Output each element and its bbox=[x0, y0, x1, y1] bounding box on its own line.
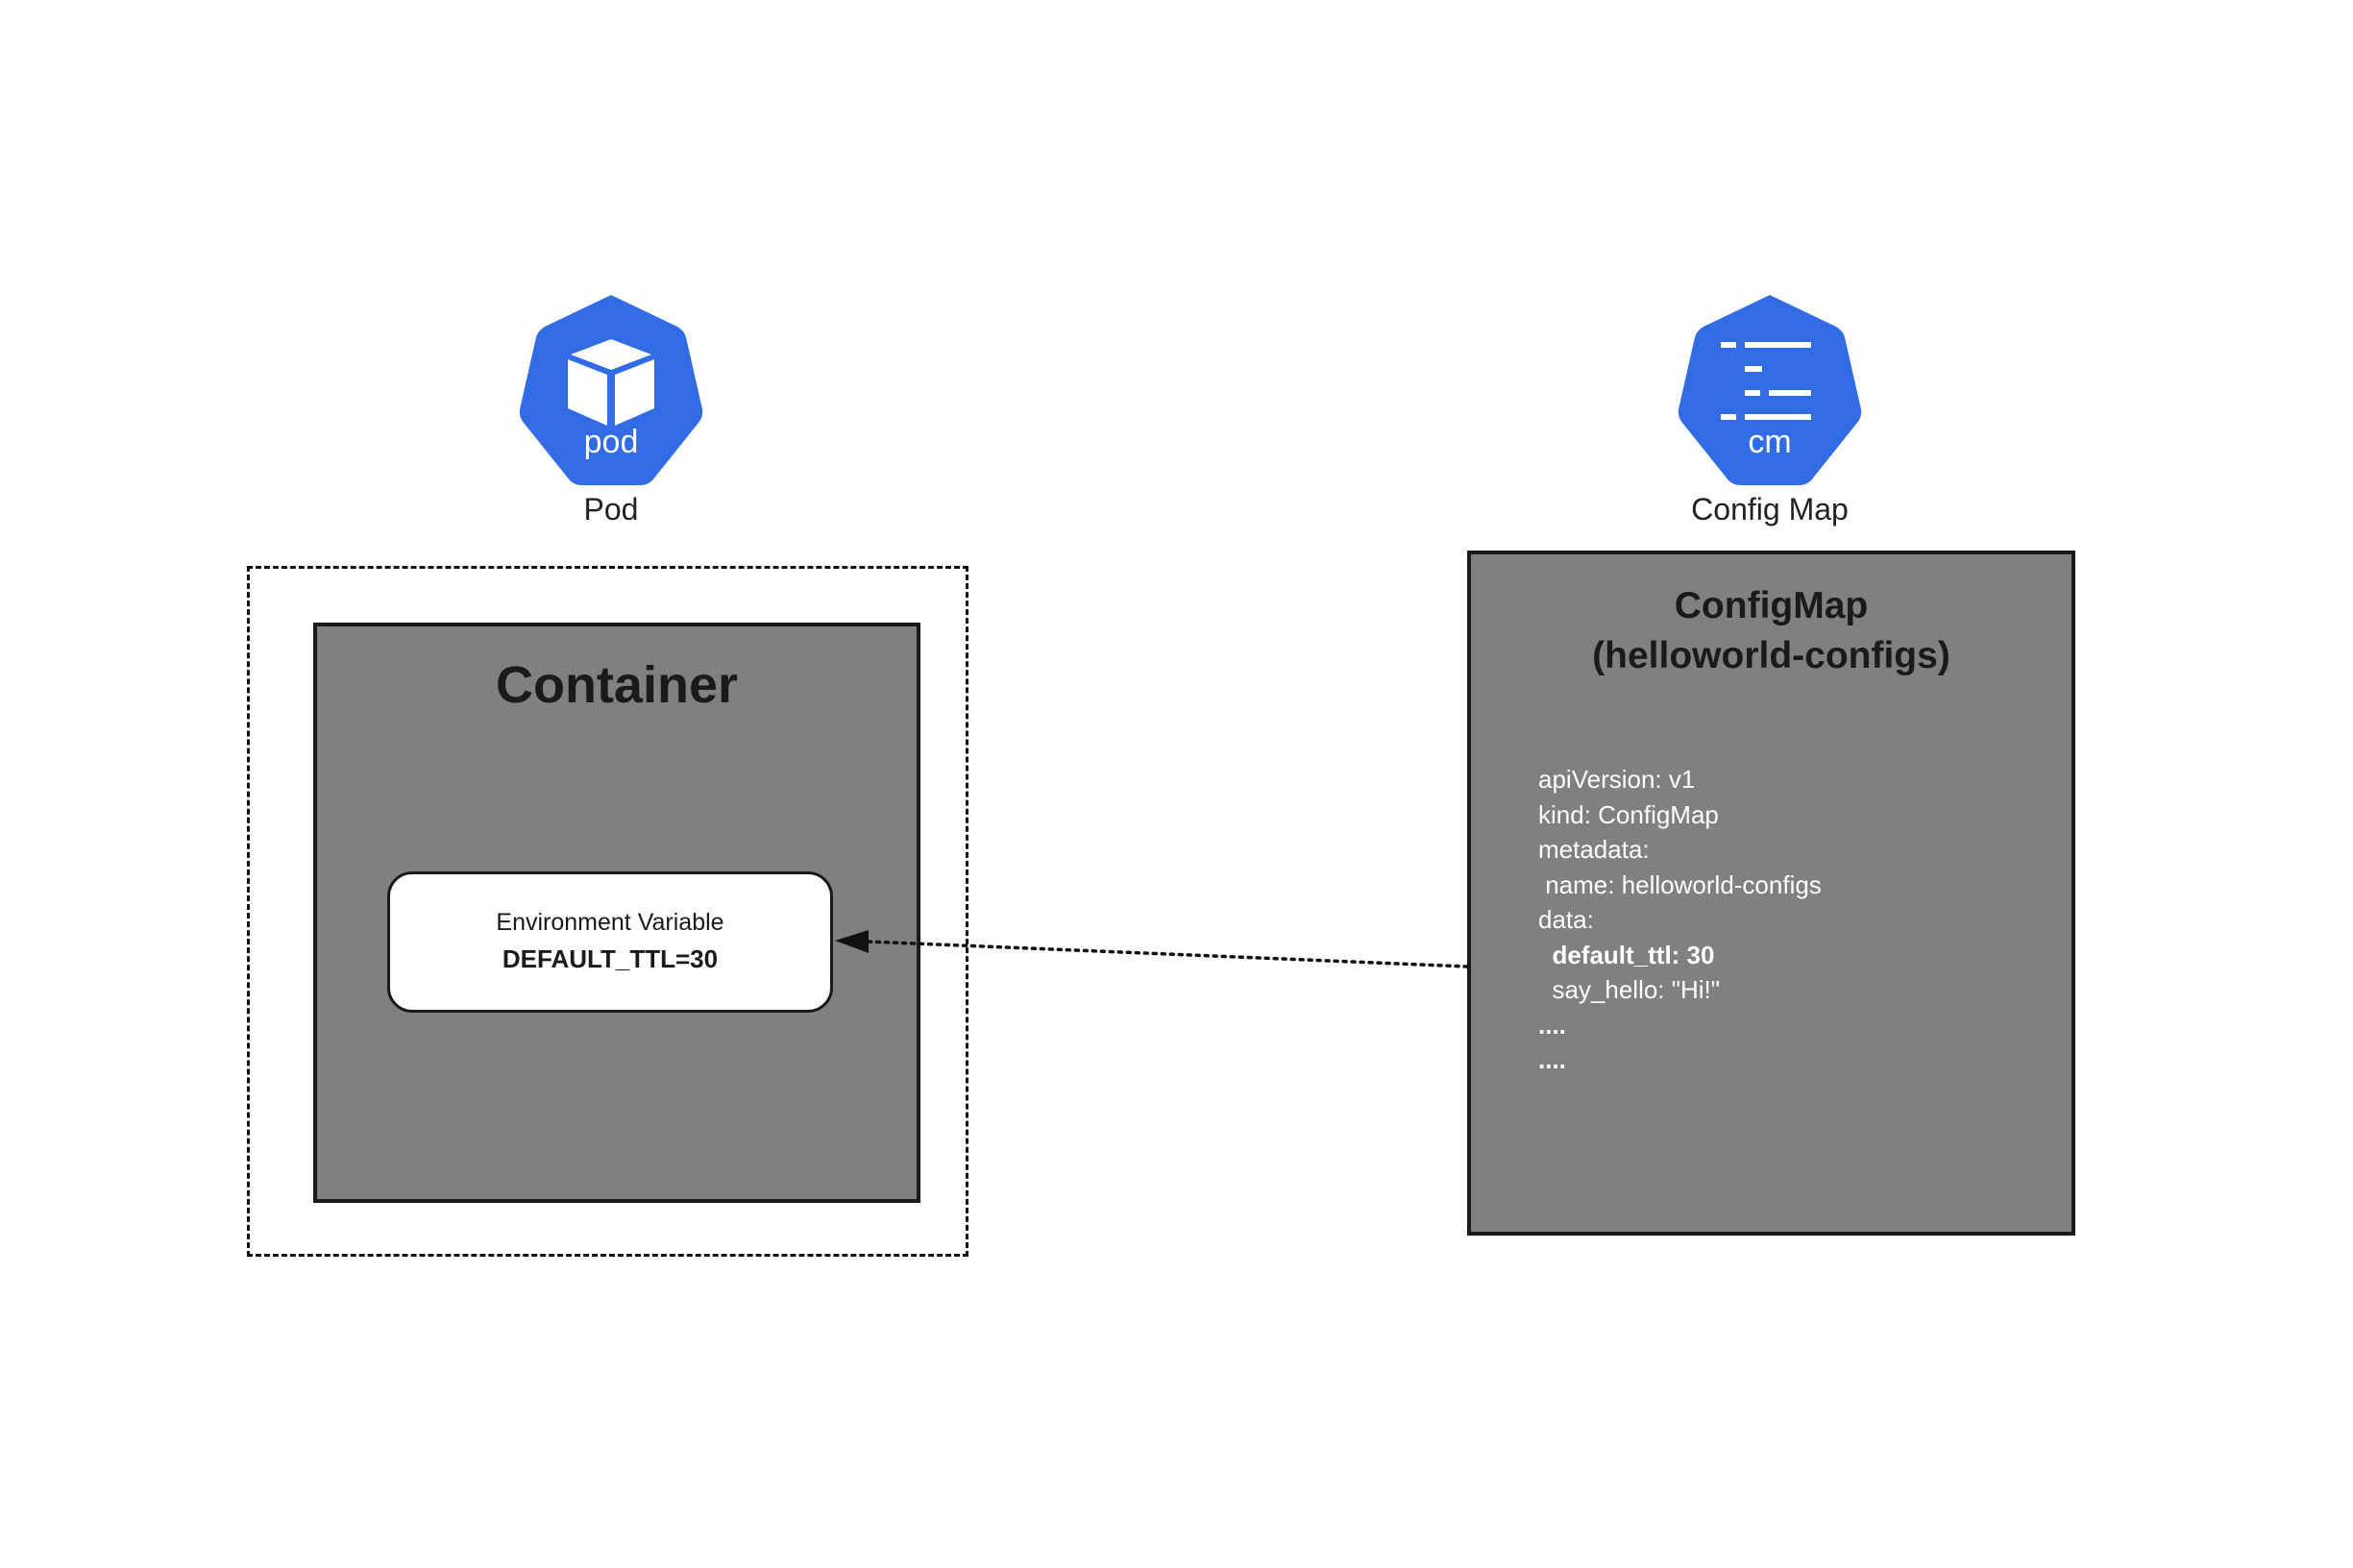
container-title: Container bbox=[495, 656, 739, 714]
yaml-line: metadata: bbox=[1538, 835, 1650, 864]
pod-icon: pod bbox=[514, 291, 708, 485]
configmap-yaml: apiVersion: v1 kind: ConfigMap metadata: n… bbox=[1538, 762, 1822, 1078]
connector-line bbox=[866, 940, 1469, 968]
configmap-title-line2: (helloworld-configs) bbox=[1592, 635, 1950, 676]
arrowhead-icon bbox=[835, 930, 869, 953]
pod-heptagon-icon bbox=[519, 295, 703, 485]
yaml-line: .... bbox=[1538, 1045, 1566, 1074]
list-lines-icon bbox=[1721, 342, 1811, 420]
yaml-line: data: bbox=[1538, 905, 1594, 934]
yaml-line: kind: ConfigMap bbox=[1538, 799, 1719, 829]
yaml-line: default_ttl: 30 bbox=[1538, 940, 1715, 969]
configmap-icon: cm bbox=[1673, 291, 1867, 485]
yaml-line: say_hello: "Hi!" bbox=[1538, 975, 1720, 1004]
configmap-icon-text: cm bbox=[1748, 424, 1792, 460]
configmap-caption: Config Map bbox=[1691, 492, 1849, 527]
pod-icon-text: pod bbox=[583, 424, 639, 460]
cube-icon bbox=[568, 339, 654, 426]
env-variable-value: DEFAULT_TTL=30 bbox=[502, 944, 719, 973]
env-variable-label: Environment Variable bbox=[496, 909, 724, 936]
yaml-line: apiVersion: v1 bbox=[1538, 765, 1696, 794]
yaml-line: name: helloworld-configs bbox=[1538, 870, 1822, 899]
configmap-title-line1: ConfigMap bbox=[1674, 585, 1869, 626]
pod-caption: Pod bbox=[583, 492, 639, 527]
env-variable-box: Environment Variable DEFAULT_TTL=30 bbox=[387, 871, 833, 1013]
configmap-title: ConfigMap (helloworld-configs) bbox=[1471, 581, 2071, 681]
pod-boundary bbox=[247, 566, 968, 1257]
yaml-line: .... bbox=[1538, 1010, 1566, 1040]
configmap-heptagon-icon bbox=[1678, 295, 1862, 485]
configmap-box: ConfigMap (helloworld-configs) apiVersio… bbox=[1467, 551, 2075, 1236]
